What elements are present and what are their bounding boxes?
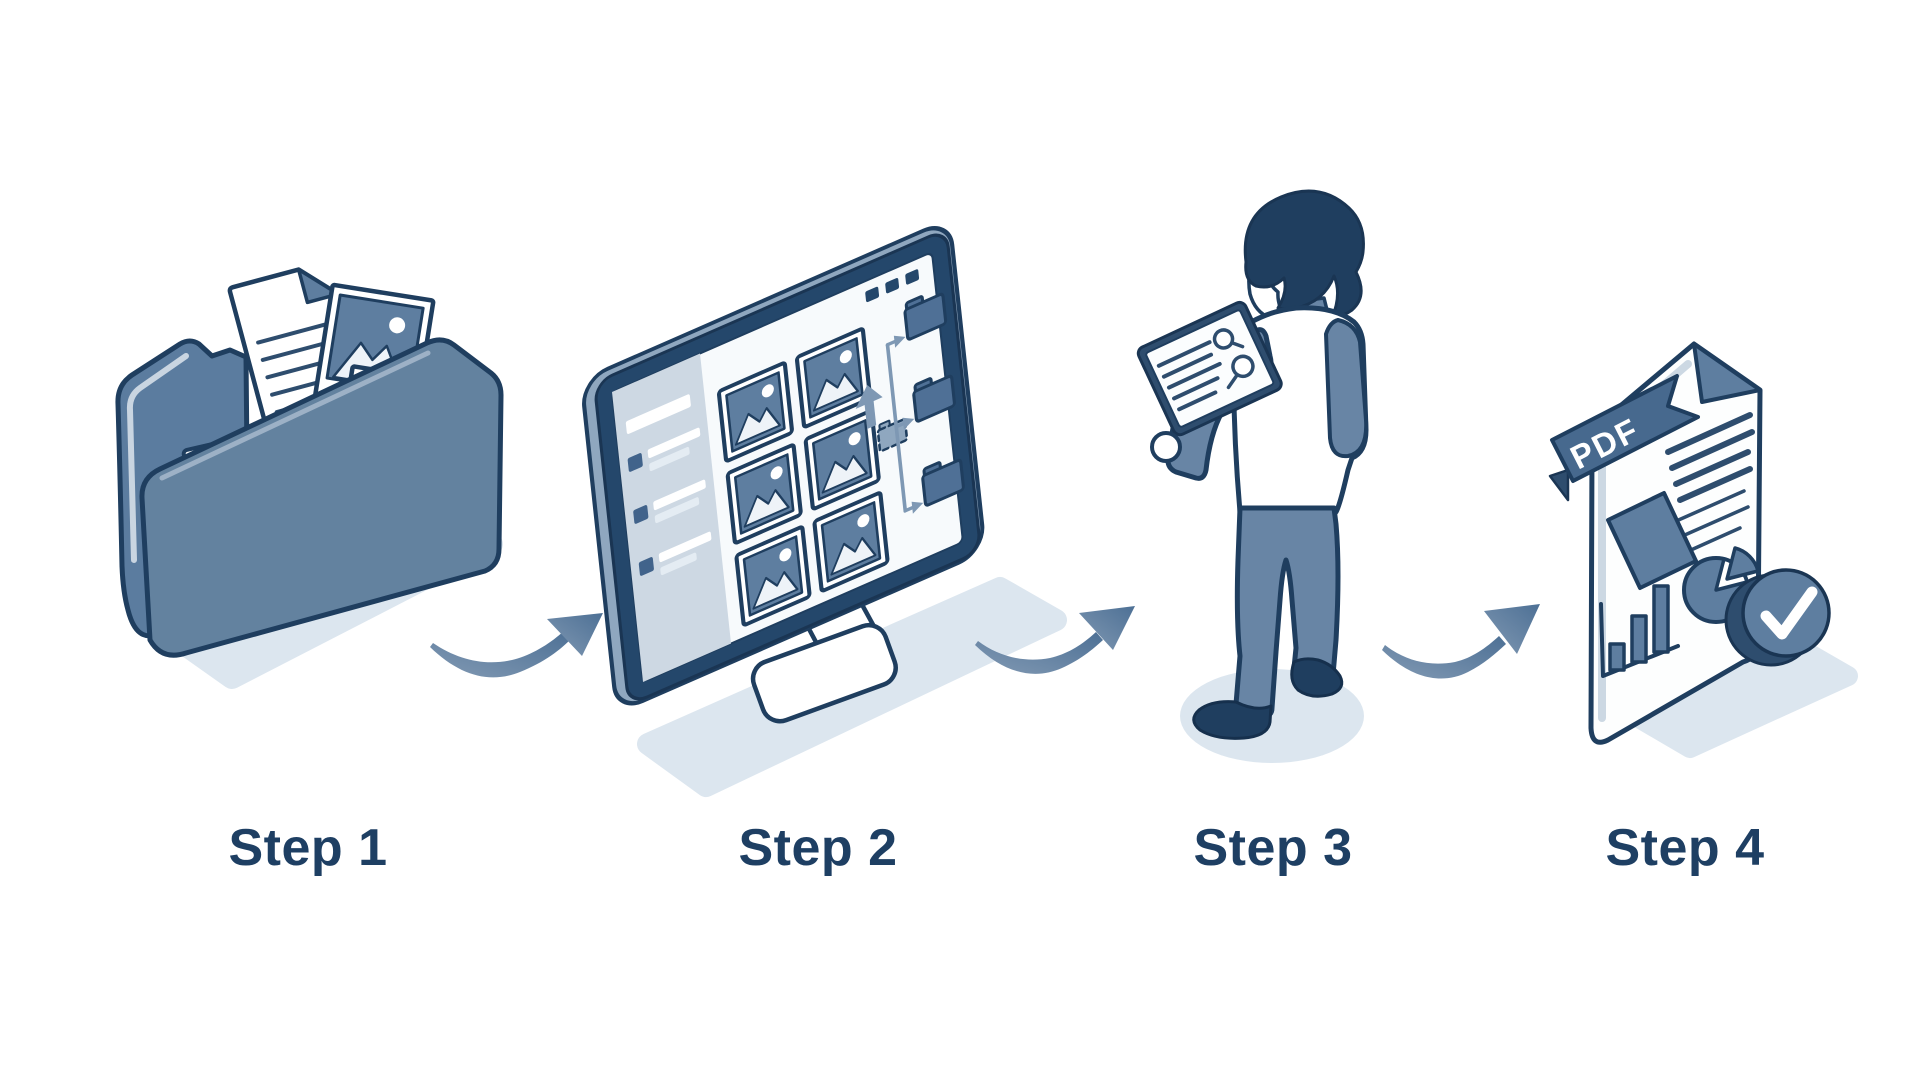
folder-front-flap: [139, 337, 504, 658]
folder-icon: [912, 374, 956, 423]
image-thumbnail-icon: [725, 443, 803, 545]
person-left-arm: [1324, 318, 1369, 459]
ribbon-back-fold: [1548, 468, 1570, 502]
step-4-label: Step 4: [1605, 819, 1765, 877]
folder-icon: [921, 458, 965, 507]
step-1-label: Step 1: [228, 819, 388, 877]
destination-folders: [903, 292, 965, 507]
tablet-icon: [1136, 300, 1283, 437]
image-thumbnail-icon: [717, 361, 794, 463]
step4-pdf-document-icon: PDF: [1548, 341, 1831, 745]
flow-arrow-icon: [975, 606, 1135, 674]
sidebar-list-item: [638, 531, 712, 576]
sidebar-list-item: [633, 479, 706, 524]
screen-sidebar: [612, 353, 732, 682]
link-icon: [1231, 354, 1255, 379]
step1-folder-icon: [115, 267, 504, 658]
person-shoe: [1290, 657, 1344, 698]
checkmark-badge-icon: [1724, 568, 1831, 667]
up-arrow-icon: [864, 399, 877, 429]
folder-front-rim-highlight: [159, 350, 431, 481]
thumbnail-grid: [717, 327, 890, 627]
ribbon-band: [1550, 374, 1700, 483]
step3-person-figure: [1136, 189, 1369, 740]
step-2-label: Step 2: [738, 819, 898, 877]
image-thumbnail-icon: [812, 491, 890, 593]
folder-icon: [903, 292, 948, 341]
flow-arrows: [430, 604, 1540, 679]
image-thumbnail-icon: [795, 327, 872, 429]
bar-chart-icon: [1599, 584, 1680, 678]
page-fold-corner: [1692, 342, 1762, 404]
image-thumbnail-icon: [803, 409, 881, 511]
step2-monitor-icon: [582, 226, 985, 724]
flow-arrow-icon: [1382, 604, 1540, 679]
person-hand: [1150, 431, 1182, 463]
flow-arrow-icon: [430, 613, 603, 678]
sorting-arrows: [855, 335, 924, 514]
photo-sun: [389, 317, 406, 334]
magnifier-icon: [1212, 328, 1235, 350]
pdf-image-block: [1606, 491, 1698, 590]
window-controls-icon: [865, 269, 920, 303]
image-thumbnail-icon: [734, 525, 812, 627]
sidebar-list-item: [627, 427, 701, 472]
step-3-label: Step 3: [1193, 819, 1353, 877]
pdf-text-lines: [1665, 412, 1755, 503]
drag-folder-icon: [876, 418, 909, 453]
person-shoe: [1192, 700, 1273, 740]
folder-back-rim-highlight: [126, 353, 189, 563]
monitor-stand-base: [750, 622, 898, 724]
